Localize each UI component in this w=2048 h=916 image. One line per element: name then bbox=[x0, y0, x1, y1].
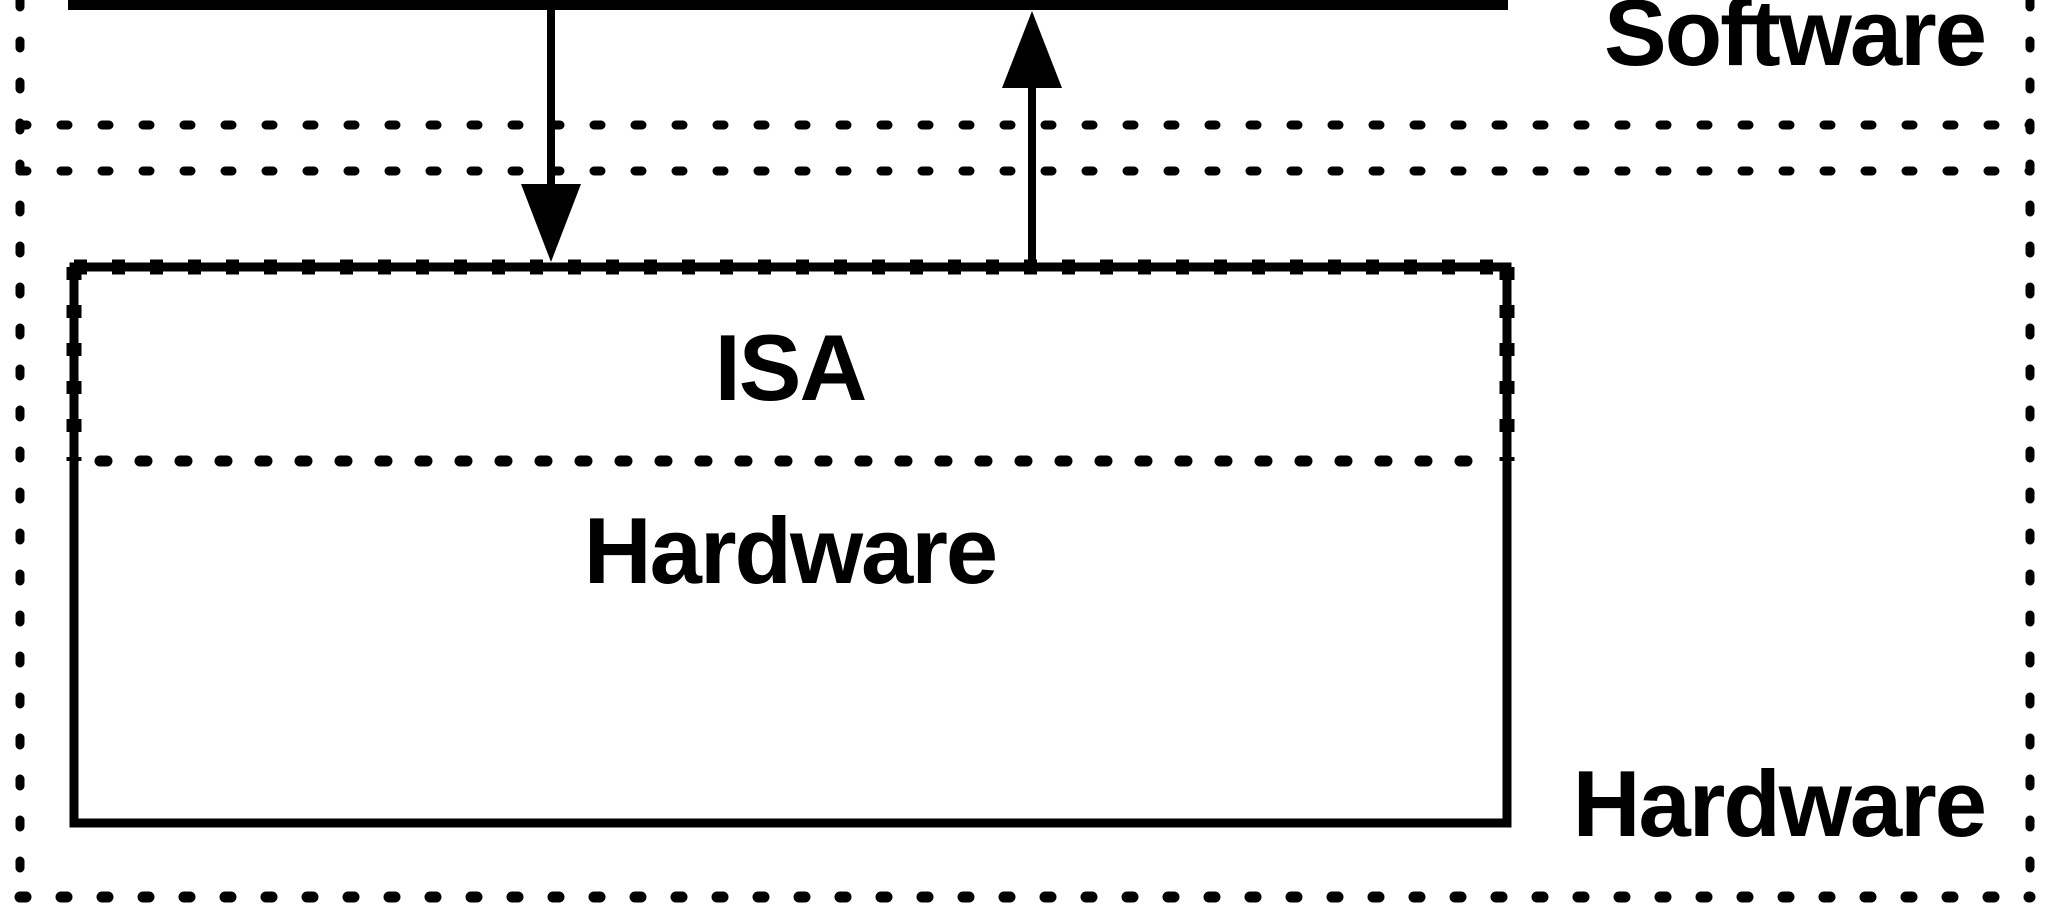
software-to-hardware-arrow bbox=[521, 10, 581, 262]
arrowhead-down-icon bbox=[521, 184, 581, 262]
software-box-bottom-edge bbox=[68, 0, 1508, 10]
software-region-label: Software bbox=[1604, 0, 1985, 85]
hardware-region-label: Hardware bbox=[1573, 751, 1985, 856]
hardware-inner-label: Hardware bbox=[584, 498, 996, 603]
hardware-to-software-arrow bbox=[1002, 11, 1062, 263]
arrowhead-up-icon bbox=[1002, 11, 1062, 88]
isa-label: ISA bbox=[715, 315, 866, 420]
isa-hardware-box-outline bbox=[69, 262, 1512, 828]
